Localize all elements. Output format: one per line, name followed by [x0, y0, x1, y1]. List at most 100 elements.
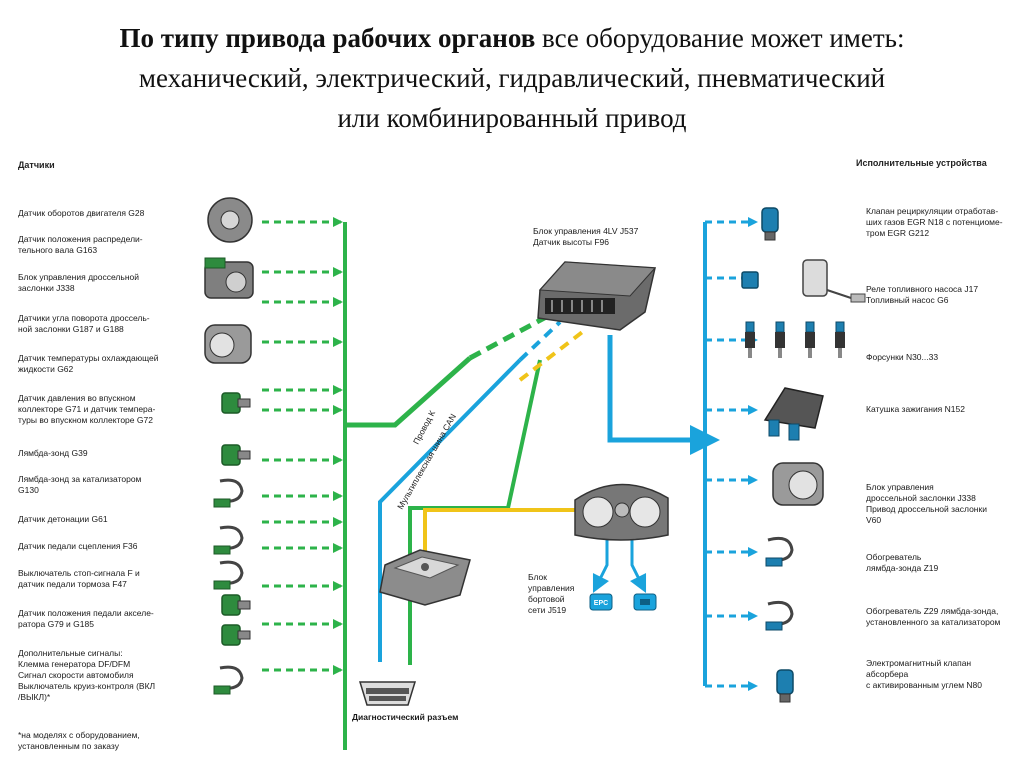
- sensor-label-line: Датчик педали сцепления F36: [18, 541, 138, 551]
- actuator-label-line: Блок управления: [866, 482, 934, 492]
- sensor-label-line: G130: [18, 485, 39, 495]
- throttle-unit-icon: [204, 324, 252, 364]
- title-line-2: механический, электрический, гидравличес…: [138, 63, 886, 93]
- epc-warning-lamp: EPC: [589, 593, 613, 611]
- epc-lamp-text: EPC: [594, 600, 608, 607]
- sensor-label: Датчик детонации G61: [18, 514, 108, 525]
- actuator-label-line: установленного за катализатором: [866, 617, 1001, 627]
- sensor-branch-arrow: [333, 217, 343, 227]
- sensor-to-ecu-line: [345, 356, 472, 428]
- actuator-branch-arrow: [748, 405, 758, 415]
- cluster-label-line: сети J519: [528, 605, 567, 615]
- sensor-label-line: Лямбда-зонд за катализатором: [18, 474, 142, 484]
- ecu-label-line: Блок управления 4LV J537: [533, 226, 639, 236]
- cluster-label-line: бортовой: [528, 594, 565, 604]
- diagnostic-connector-label: Диагностический разъем: [352, 712, 459, 722]
- sensor-label-line: Клемма генератора DF/DFM: [18, 659, 131, 669]
- sensor-branch-arrow: [333, 297, 343, 307]
- sensor-label-line: Датчик детонации G61: [18, 514, 108, 524]
- cluster-label-line: Блок: [528, 572, 547, 582]
- cluster-arrow-warning: [629, 540, 647, 594]
- sensor-branch-arrow: [333, 491, 343, 501]
- cluster-arrow-epc: [592, 540, 610, 594]
- egr-valve-icon: [761, 207, 779, 241]
- sensor-branch-arrow: [333, 455, 343, 465]
- sensor-label-line: туры во впускном коллекторе G72: [18, 415, 153, 425]
- pedal-sensor-icon: [213, 665, 244, 695]
- sensor-branch-arrow: [333, 619, 343, 629]
- actuator-label-line: дроссельной заслонки J338: [866, 493, 976, 503]
- sensor-icons: [204, 197, 254, 695]
- sensor-label-line: ратора G79 и G185: [18, 619, 94, 629]
- fuel-pump-relay-icon: [741, 271, 759, 289]
- wire-k-line: [378, 358, 522, 662]
- sensor-label-line: ной заслонки G187 и G188: [18, 324, 124, 334]
- sensor-label: Датчик педали сцепления F36: [18, 541, 137, 552]
- engine-warning-lamp: [633, 593, 657, 611]
- injector-icon: [745, 321, 755, 358]
- sensor-signal-bus: [262, 217, 345, 675]
- clutch-switch-icon: [221, 594, 251, 616]
- speed-sensor-icon: [207, 197, 253, 243]
- sensor-branch-arrow: [333, 385, 343, 395]
- injector-icon: [805, 321, 815, 358]
- sensor-label-line: тельного вала G163: [18, 245, 98, 255]
- actuator-icons: [741, 207, 866, 703]
- sensor-branch-arrow: [333, 665, 343, 675]
- actuators-header: Исполнительные устройства: [856, 158, 987, 168]
- sensor-label-line: коллекторе G71 и датчик темпера-: [18, 404, 156, 414]
- sensor-branch-arrow: [333, 517, 343, 527]
- sensor-label: Датчик оборотов двигателя G28: [18, 208, 144, 219]
- actuator-label-line: абсорбера: [866, 669, 909, 679]
- knock-sensor-icon: [213, 560, 244, 590]
- title-rest: все оборудование может иметь:: [535, 23, 905, 53]
- actuator-label-line: Катушка зажигания N152: [866, 404, 965, 414]
- ecu-label-line: Датчик высоты F96: [533, 237, 609, 247]
- sensor-label-line: Датчик положения педали акселе-: [18, 608, 154, 618]
- sensor-label-line: Дополнительные сигналы:: [18, 648, 123, 658]
- slide-title: По типу привода рабочих органов все обор…: [0, 18, 1024, 138]
- cluster-label-line: управления: [528, 583, 575, 593]
- brake-switch-icon: [221, 624, 251, 646]
- sensor-label-line: Датчик температуры охлаждающей: [18, 353, 159, 363]
- sensor-branch-arrow: [333, 405, 343, 415]
- sensor-label-line: /ВЫКЛ)*: [18, 692, 51, 702]
- canister-valve-icon: [776, 669, 794, 703]
- actuator-branch-arrow: [748, 217, 758, 227]
- sensor-label-line: установленным по заказу: [18, 741, 119, 751]
- actuator-branch-arrow: [748, 681, 758, 691]
- sensor-to-ecu-dashed: [468, 313, 550, 361]
- cluster-label: Блок управления бортовой сети J519: [528, 572, 574, 616]
- actuator-label-line: с активированным углем N80: [866, 680, 983, 690]
- actuator-label-line: Клапан рециркуляции отработав-: [866, 206, 999, 216]
- actuator-label-line: ших газов EGR N18 с потенциоме-: [866, 217, 1003, 227]
- sensor-label-line: Датчик давления во впускном: [18, 393, 136, 403]
- lambda-probe-icon: [213, 478, 244, 508]
- sensor-label-line: *на моделях с оборудованием,: [18, 730, 140, 740]
- sensor-label-line: Блок управления дроссельной: [18, 272, 139, 282]
- ecu-label: Блок управления 4LV J537 Датчик высоты F…: [533, 226, 638, 248]
- actuator-label-line: Привод дроссельной заслонки: [866, 504, 987, 514]
- fuel-pump-icon: [802, 259, 866, 303]
- instrument-cluster: [574, 483, 669, 541]
- sensor-label: *на моделях с оборудованием,установленны…: [18, 730, 140, 752]
- sensor-label-line: датчик педали тормоза F47: [18, 579, 127, 589]
- temp-sensor-icon: [221, 392, 251, 414]
- sensor-label-line: жидкости G62: [18, 364, 74, 374]
- sensor-label-line: Датчик положения распредели-: [18, 234, 143, 244]
- title-line-3: или комбинированный привод: [337, 103, 687, 133]
- actuator-label: Форсунки N30...33: [866, 352, 938, 363]
- sensors-header: Датчики: [18, 160, 55, 170]
- pressure-sensor-icon: [221, 444, 251, 466]
- sensor-label: Лямбда-зонд G39: [18, 448, 88, 459]
- actuator-branch-arrow: [748, 547, 758, 557]
